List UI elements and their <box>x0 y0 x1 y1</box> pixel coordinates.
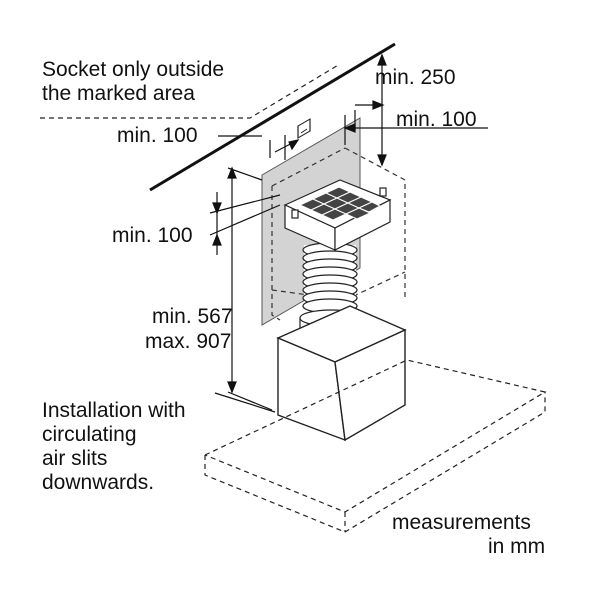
install-leader <box>214 392 276 413</box>
duct-cover-outline-right <box>344 147 406 300</box>
dim-label-max-907: max. 907 <box>145 330 232 353</box>
dim-min-100-top-left <box>218 135 300 160</box>
dim-label-min-100-top-left: min. 100 <box>117 124 198 147</box>
dim-min-100-side <box>209 192 281 255</box>
measure-note-line2: in mm <box>488 535 546 558</box>
flexible-duct <box>302 242 358 315</box>
filter-unit <box>283 179 392 251</box>
duct-cover-outline <box>271 186 281 321</box>
measure-note-line1: measurements <box>392 511 531 534</box>
hood-box <box>276 305 407 442</box>
worktop-outline <box>204 359 547 533</box>
marked-area-outline <box>40 63 341 119</box>
install-note-line1: Installation with <box>42 399 186 422</box>
dim-height <box>227 166 273 411</box>
ceiling-line <box>149 42 396 192</box>
dim-min-250 <box>355 53 387 167</box>
socket-icon <box>297 118 311 139</box>
duct-cover-outline-top <box>271 147 346 187</box>
socket-note-line1: Socket only outside <box>42 58 225 81</box>
dim-label-min-567: min. 567 <box>152 305 233 328</box>
dim-min-100-top-right <box>343 110 488 145</box>
socket-note-line2: the marked area <box>42 82 195 105</box>
install-note-line3: air slits <box>42 447 108 470</box>
dim-label-min-100-top-right: min. 100 <box>396 108 477 131</box>
install-note-line2: circulating <box>42 423 137 446</box>
dim-label-min-250: min. 250 <box>375 66 456 89</box>
install-note-line4: downwards. <box>42 471 155 494</box>
dim-label-min-100-side: min. 100 <box>112 224 193 247</box>
